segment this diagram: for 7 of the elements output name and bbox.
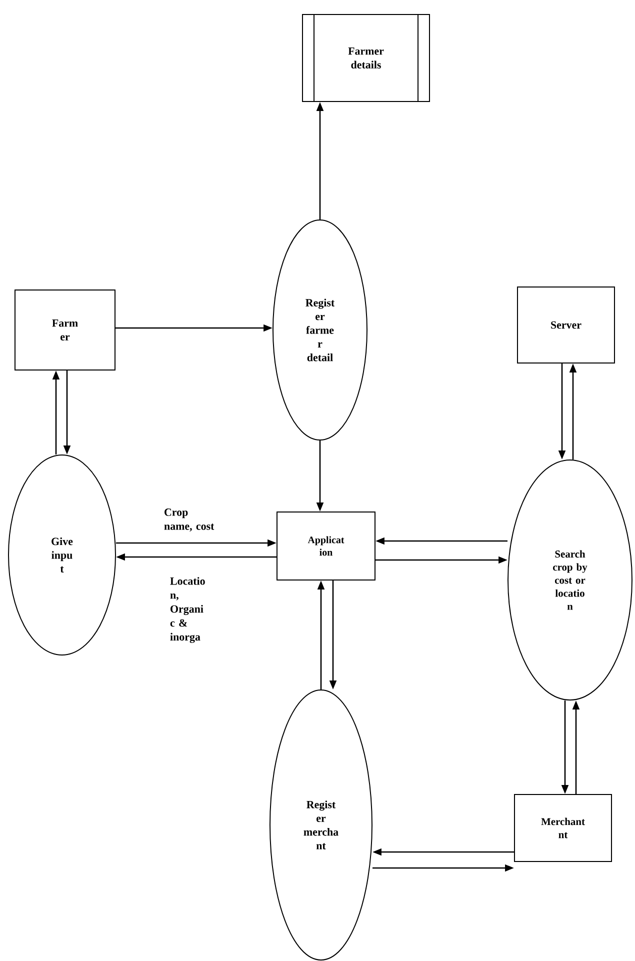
entity-box: Merchant nt (514, 794, 612, 862)
edge-label: Locatio n, Organi c & inorga (169, 576, 211, 644)
entity-box: Applicat ion (276, 512, 376, 580)
entity-box: Server (517, 286, 615, 364)
data-store-box: Farmer details (302, 14, 430, 102)
edge-label: Crop name, cost (163, 508, 217, 532)
entity-box: Farm er (14, 290, 116, 370)
